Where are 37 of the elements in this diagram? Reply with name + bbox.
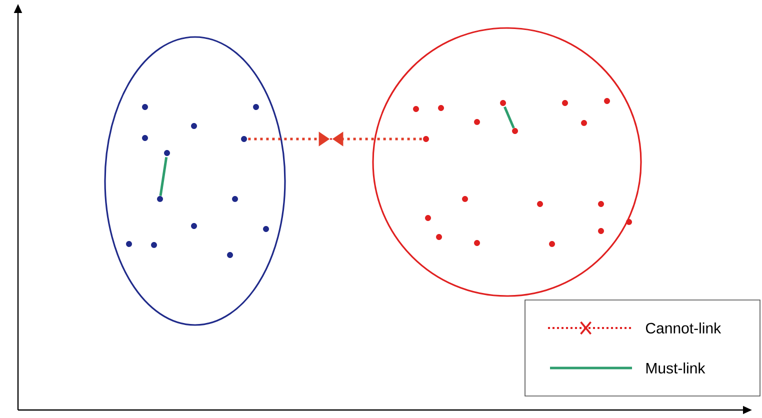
data-point [253,104,259,110]
cluster-ellipse [104,36,286,326]
legend-label: Must-link [646,362,706,374]
data-point [537,201,543,207]
data-point [562,100,568,106]
data-point [413,106,419,112]
must-link-line [159,156,168,196]
data-point [500,100,506,106]
data-point [598,201,604,207]
data-point [191,223,197,229]
data-point [263,226,269,232]
data-point [157,196,163,202]
legend-label: Cannot-link [646,322,722,334]
data-point [142,104,148,110]
data-point [626,219,632,225]
must-link-line [504,106,515,129]
data-point [604,98,610,104]
data-point [241,136,247,142]
data-point [512,128,518,134]
data-point [425,215,431,221]
data-point [142,135,148,141]
data-point [598,228,604,234]
data-point [462,196,468,202]
data-point [438,105,444,111]
data-point [151,242,157,248]
data-point [436,234,442,240]
cluster-circle [372,27,642,297]
data-point [474,240,480,246]
data-point [164,150,170,156]
data-point [232,196,238,202]
data-point [549,241,555,247]
data-point [474,119,480,125]
data-point [423,136,429,142]
data-point [191,123,197,129]
data-point [581,120,587,126]
data-point [126,241,132,247]
data-point [227,252,233,258]
